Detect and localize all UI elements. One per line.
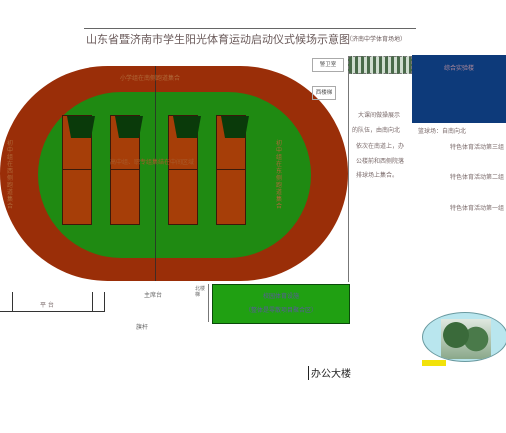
north-stairs-label: 北楼梯	[195, 286, 206, 298]
basketball-court-1	[62, 115, 95, 225]
east-boundary-line	[348, 72, 349, 282]
group-2-label: 特色体育活动第二组	[450, 174, 505, 181]
field-center-label: 高中组、职专组集结在中间区域	[110, 159, 195, 166]
facility-label-1: 校园体育设施	[262, 293, 299, 300]
note-line-3: 依次在南道上，办	[356, 143, 405, 150]
flagpole-label: 旗杆	[136, 324, 149, 331]
campus-photo	[422, 312, 506, 362]
court-direction-note: 篮球场：自南向北	[418, 128, 467, 135]
platform-label: 平 台	[40, 302, 54, 309]
note-line-2: 的队伍，由南向北	[352, 127, 401, 134]
office-marker	[308, 366, 309, 380]
yellow-marker	[422, 360, 446, 366]
title-underline	[84, 28, 416, 29]
sports-facility-area: 校园体育设施 （整体是零散项目聚合区）	[212, 284, 350, 324]
main-stage-label: 主席台	[144, 292, 163, 299]
tree-row	[348, 56, 412, 74]
stage-boundary-line	[208, 284, 209, 322]
track-west-label: 初中组在西侧跑道集合	[7, 140, 14, 210]
platform-stands: 平 台	[0, 292, 105, 312]
guard-room: 警卫室	[312, 58, 344, 72]
center-divider-line	[155, 66, 156, 281]
basketball-court-4	[216, 115, 249, 225]
track-east-label: 初中组在东侧跑道集合	[276, 140, 283, 210]
group-1-label: 特色体育活动第一组	[450, 205, 505, 212]
note-line-5: 排球场上集合。	[356, 172, 399, 179]
page-subtitle: （济南中学体育场地）	[346, 36, 407, 43]
note-line-1: 大课间做操展示	[358, 112, 401, 119]
page-title: 山东省暨济南市学生阳光体育运动启动仪式候场示意图	[86, 33, 350, 46]
note-line-4: 公楼前和西侧院落	[356, 158, 405, 165]
west-stairs: 西楼梯	[312, 86, 336, 100]
office-building-label: 办公大楼	[311, 369, 351, 380]
group-3-label: 特色体育活动第三组	[450, 144, 505, 151]
facility-label-2: （整体是零散项目聚合区）	[244, 307, 317, 314]
lab-building: 综合实验楼	[412, 55, 506, 123]
basketball-court-2	[110, 115, 143, 225]
track-top-label: 小学组在南侧跑道集合	[120, 75, 181, 82]
lab-building-label: 综合实验楼	[443, 65, 474, 72]
basketball-court-3	[168, 115, 201, 225]
